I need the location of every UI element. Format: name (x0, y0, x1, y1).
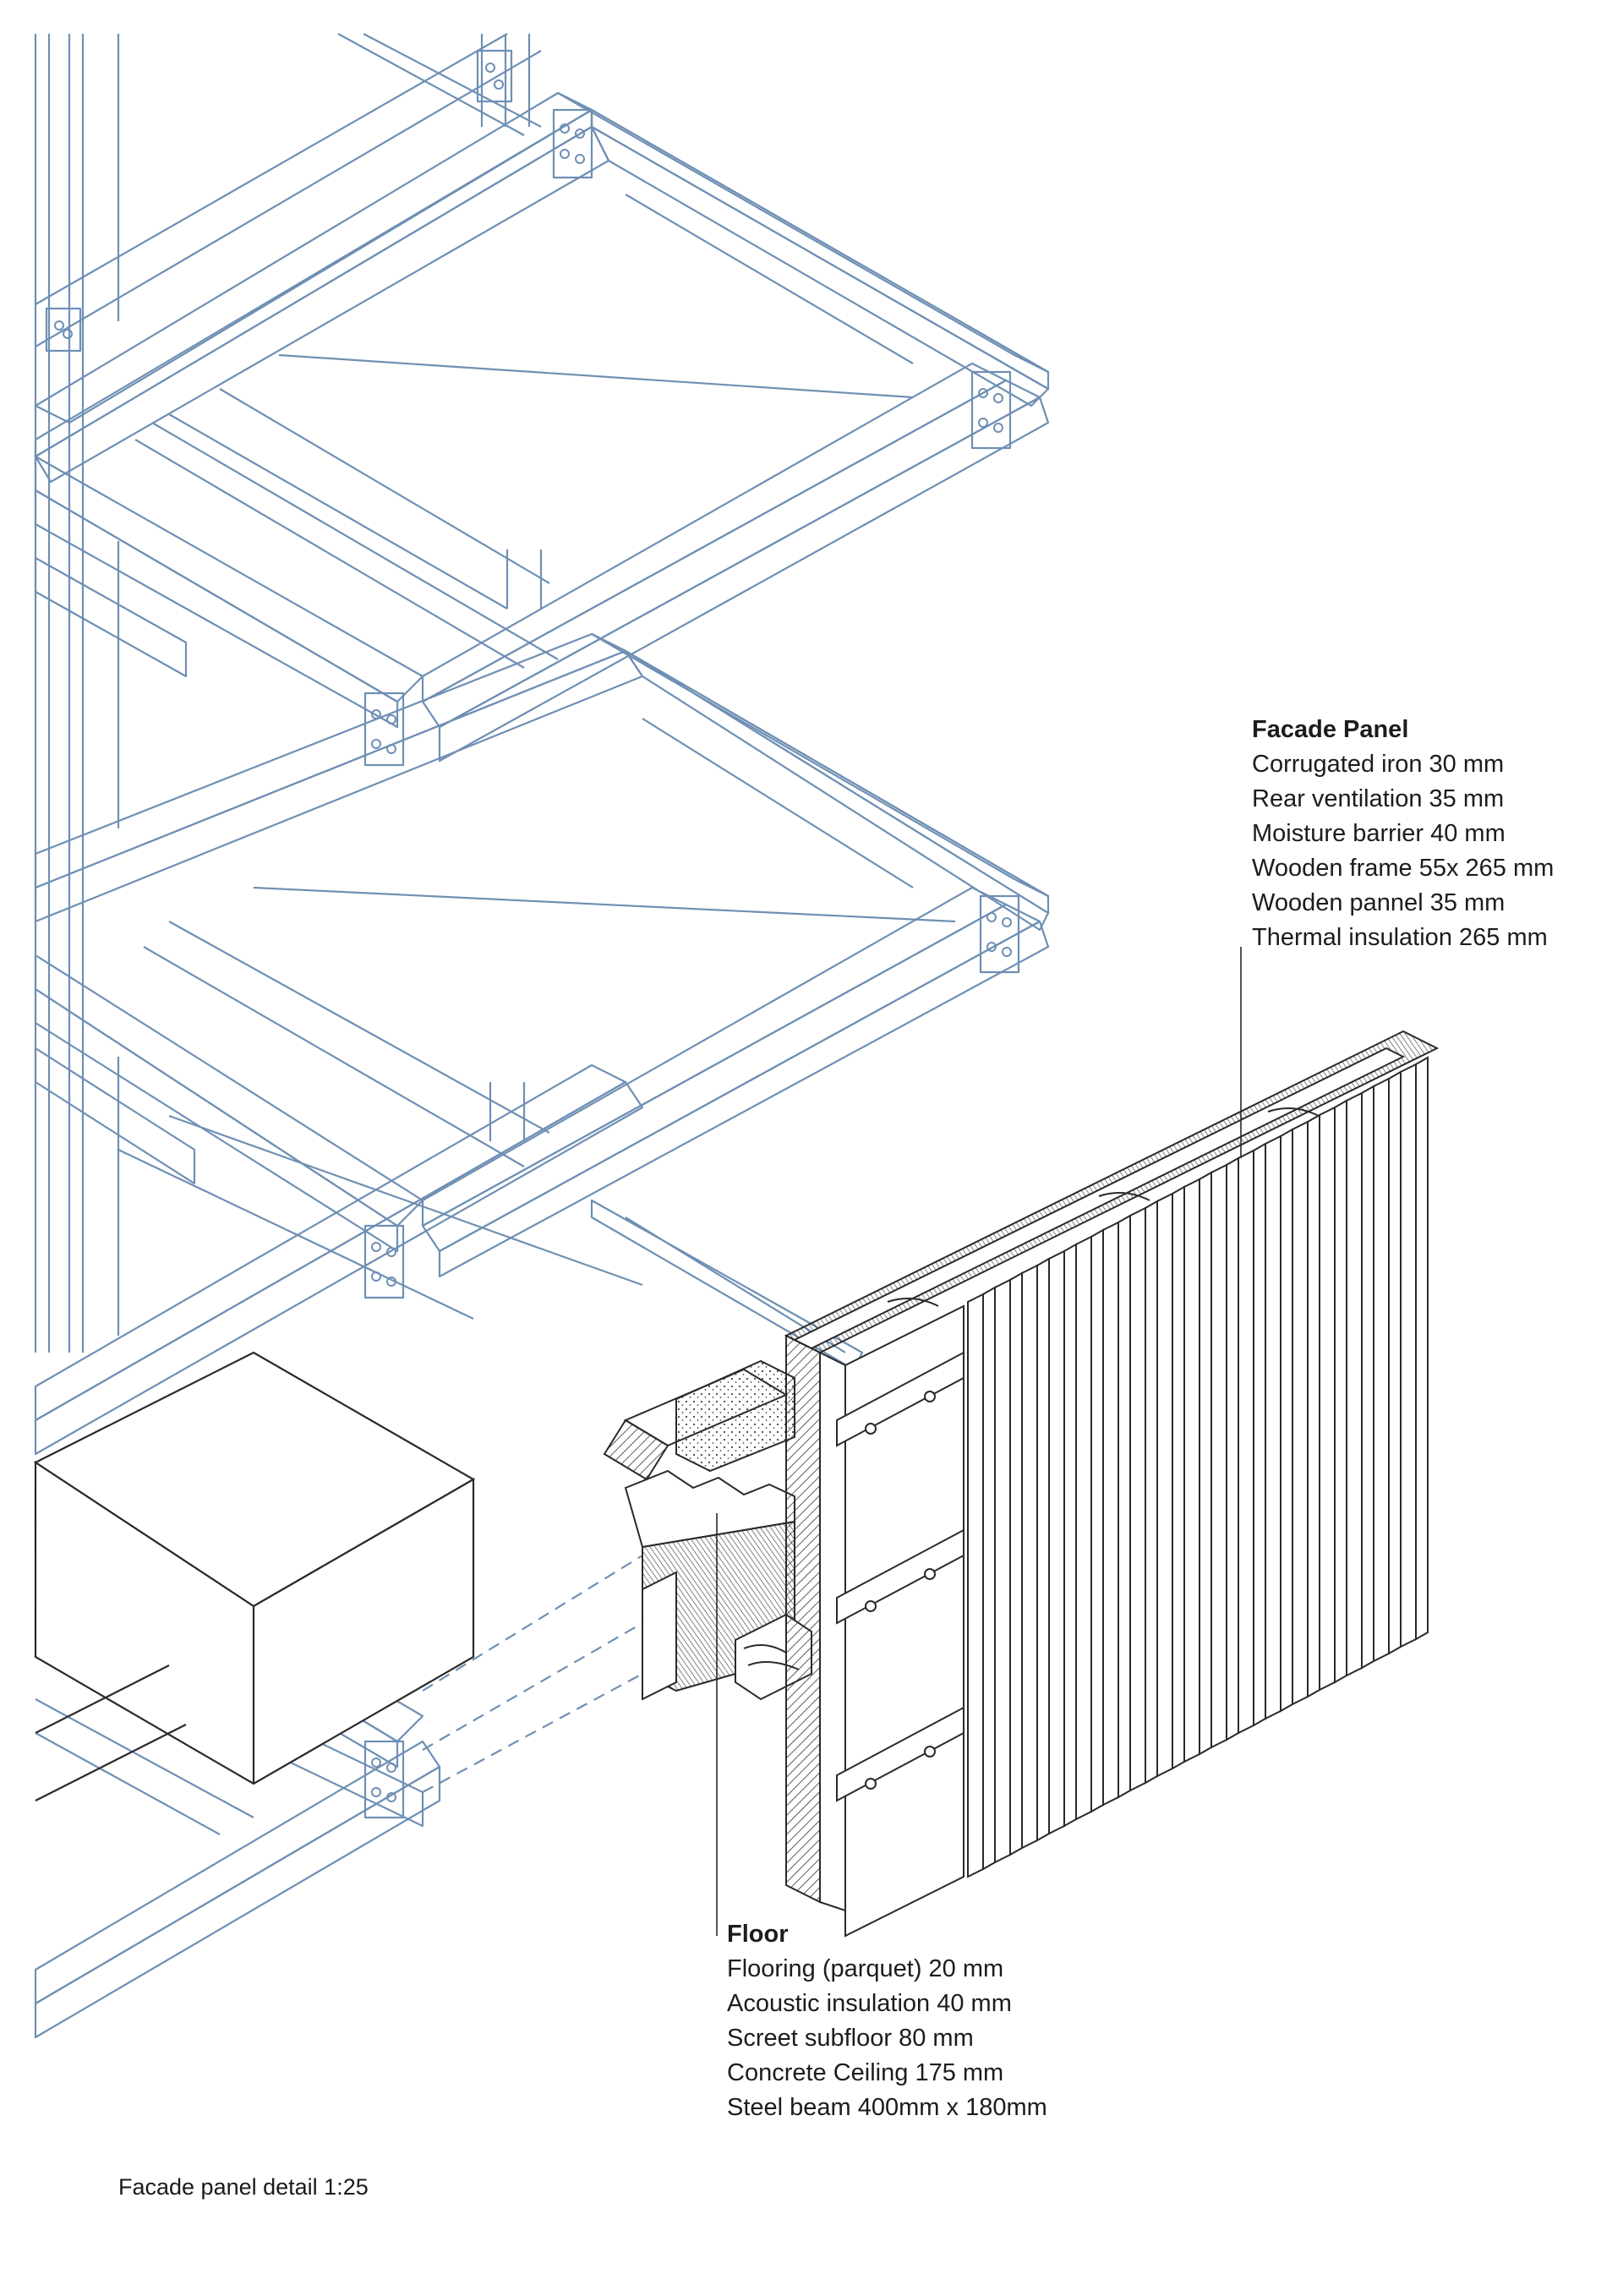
cladding-rib-face (1036, 1257, 1050, 1842)
floor-layer: Steel beam 400mm x 180mm (727, 2094, 1047, 2121)
cladding-rib-face (1118, 1214, 1131, 1799)
facade-layer: Wooden pannel 35 mm (1252, 889, 1506, 916)
leader-lines (716, 947, 1242, 1936)
cladding-rib (1373, 1077, 1390, 1663)
cladding-rib-face (1009, 1271, 1023, 1856)
drawing-caption: Facade panel detail 1:25 (118, 2174, 369, 2200)
hidden-beam-lines (422, 1555, 643, 1793)
cladding-rib (1129, 1206, 1146, 1792)
cladding-rib (1183, 1178, 1200, 1763)
facade-panel (784, 1030, 1440, 1938)
cladding-rib (1102, 1221, 1119, 1807)
facade-layer: Wooden frame 55x 265 mm (1252, 855, 1555, 882)
facade-panel-title: Facade Panel (1252, 716, 1409, 743)
cladding-rib-face (1145, 1200, 1158, 1785)
cladding-rib-face (1334, 1099, 1347, 1684)
cladding-rib-face (1280, 1128, 1293, 1713)
floor-labels: Floor Flooring (parquet) 20 mm Acoustic … (727, 1917, 1047, 2125)
cladding-rib-face (1063, 1243, 1077, 1828)
cladding-rib-face (1307, 1113, 1320, 1698)
cladding-rib-face (1172, 1185, 1185, 1770)
floor-section (603, 1359, 812, 1701)
steel-beams-back (35, 33, 542, 347)
corrugated-iron-cladding (967, 1056, 1429, 1878)
cladding-rib-face (1226, 1156, 1239, 1741)
cladding-rib-face (1090, 1228, 1104, 1813)
facade-panel-labels: Facade Panel Corrugated iron 30 mm Rear … (1252, 713, 1554, 955)
floor-layer: Concrete Ceiling 175 mm (727, 2059, 1004, 2086)
cladding-rib-face (1361, 1085, 1374, 1670)
beam-connection-plates (45, 49, 1020, 1819)
cladding-rib-face (982, 1286, 996, 1871)
cladding-rib (1238, 1149, 1254, 1735)
concrete-slab (33, 1351, 476, 1801)
cladding-rib (1292, 1120, 1309, 1706)
cladding-rib-face (1388, 1070, 1402, 1655)
floor-layer: Flooring (parquet) 20 mm (727, 1955, 1004, 1982)
steel-frame (34, 33, 1050, 2039)
facade-layer: Corrugated iron 30 mm (1252, 751, 1505, 778)
cladding-rib-face (1415, 1056, 1429, 1641)
floor-layer: Screet subfloor 80 mm (727, 2025, 974, 2052)
cladding-rib (1319, 1106, 1336, 1692)
steel-columns (34, 34, 531, 1353)
steel-frame-level-1 (34, 91, 1050, 763)
facade-layer: Moisture barrier 40 mm (1252, 820, 1506, 847)
floor-title: Floor (727, 1921, 789, 1948)
steel-frame-level-2 (34, 632, 1050, 1320)
cladding-rib (1346, 1091, 1363, 1677)
cladding-rib (1048, 1249, 1065, 1835)
cladding-rib (1265, 1134, 1281, 1720)
facade-layer: Thermal insulation 265 mm (1252, 924, 1548, 951)
cladding-rib (1156, 1192, 1173, 1778)
cladding-rib-face (1199, 1171, 1212, 1756)
facade-layer: Rear ventilation 35 mm (1252, 785, 1505, 812)
bolts (54, 63, 1012, 1802)
cladding-rib (967, 1293, 984, 1878)
cladding-rib (994, 1278, 1011, 1864)
floor-layer: Acoustic insulation 40 mm (727, 1990, 1012, 2017)
cladding-rib (1021, 1264, 1038, 1850)
cladding-rib-face (1253, 1142, 1266, 1727)
cladding-rib (1210, 1163, 1227, 1749)
cladding-rib (1075, 1235, 1092, 1821)
cladding-rib (1400, 1063, 1417, 1648)
